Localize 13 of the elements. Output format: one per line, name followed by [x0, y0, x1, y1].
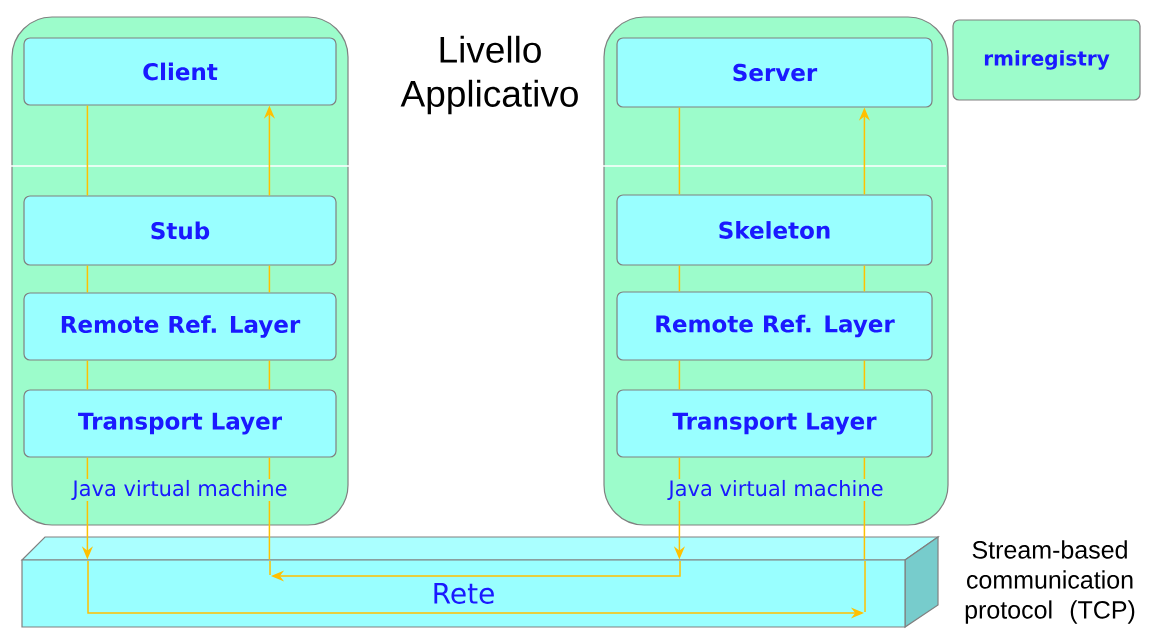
panel-label: Java virtual machine [71, 478, 289, 502]
layer-box: Remote Ref. Layer [616, 291, 933, 361]
registry-box: rmiregistry [952, 19, 1141, 101]
note-text: Stream-based communication protocol (TCP) [965, 540, 1135, 624]
layer-box: Remote Ref. Layer [23, 292, 337, 361]
layer-box: Skeleton [616, 194, 933, 266]
layer-box: Transport Layer [23, 389, 337, 458]
layer-title: Livello Applicativo [400, 35, 578, 115]
layer-box: Server [616, 37, 933, 108]
layer-box: Stub [23, 195, 337, 266]
panel-label: Java virtual machine [667, 478, 885, 502]
layer-box: Client [23, 37, 337, 106]
layer-box: Transport Layer [616, 389, 933, 458]
